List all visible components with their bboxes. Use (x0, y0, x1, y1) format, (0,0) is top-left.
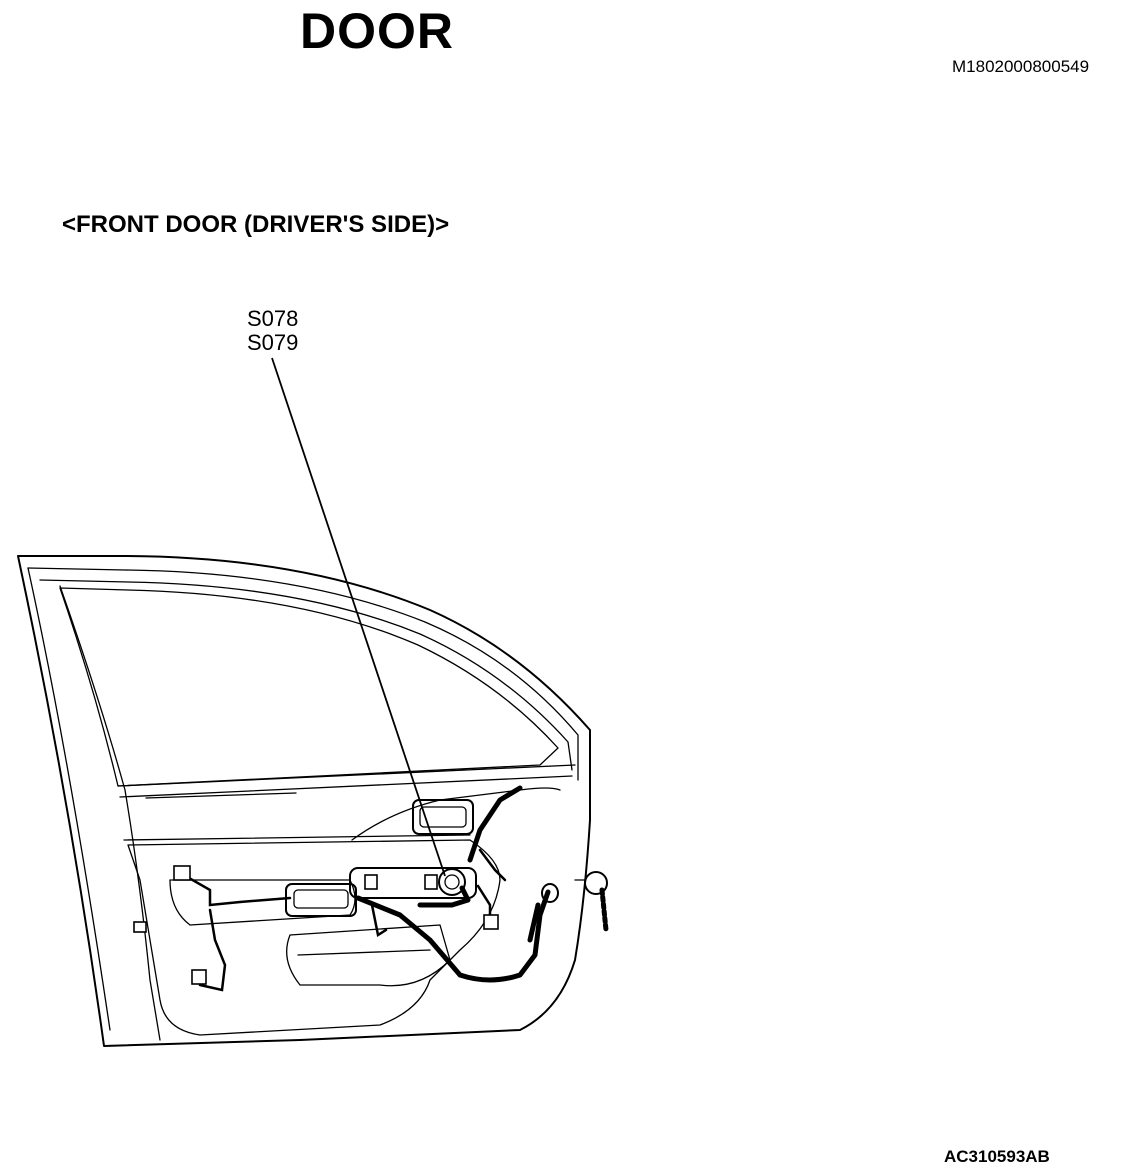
power-window-switch-panel (349, 867, 477, 899)
document-id: M1802000800549 (952, 57, 1090, 76)
door-wiring-harness (180, 785, 551, 992)
figure-id: AC310593AB (944, 1147, 1050, 1166)
section-subtitle: <FRONT DOOR (DRIVER'S SIDE)> (62, 211, 450, 238)
callout-leader-line (271, 357, 446, 877)
callout-label-s078: S078 (247, 306, 299, 331)
door-frame (17, 555, 591, 1047)
callout-label-s079: S079 (247, 330, 299, 355)
belt-line-trim (117, 764, 576, 841)
connectors (133, 865, 499, 985)
page-title: DOOR (300, 3, 454, 59)
harness-grommet (527, 871, 609, 943)
inner-door-handle (412, 799, 474, 835)
door-pull-pocket (285, 883, 357, 917)
window-glass (59, 587, 559, 787)
